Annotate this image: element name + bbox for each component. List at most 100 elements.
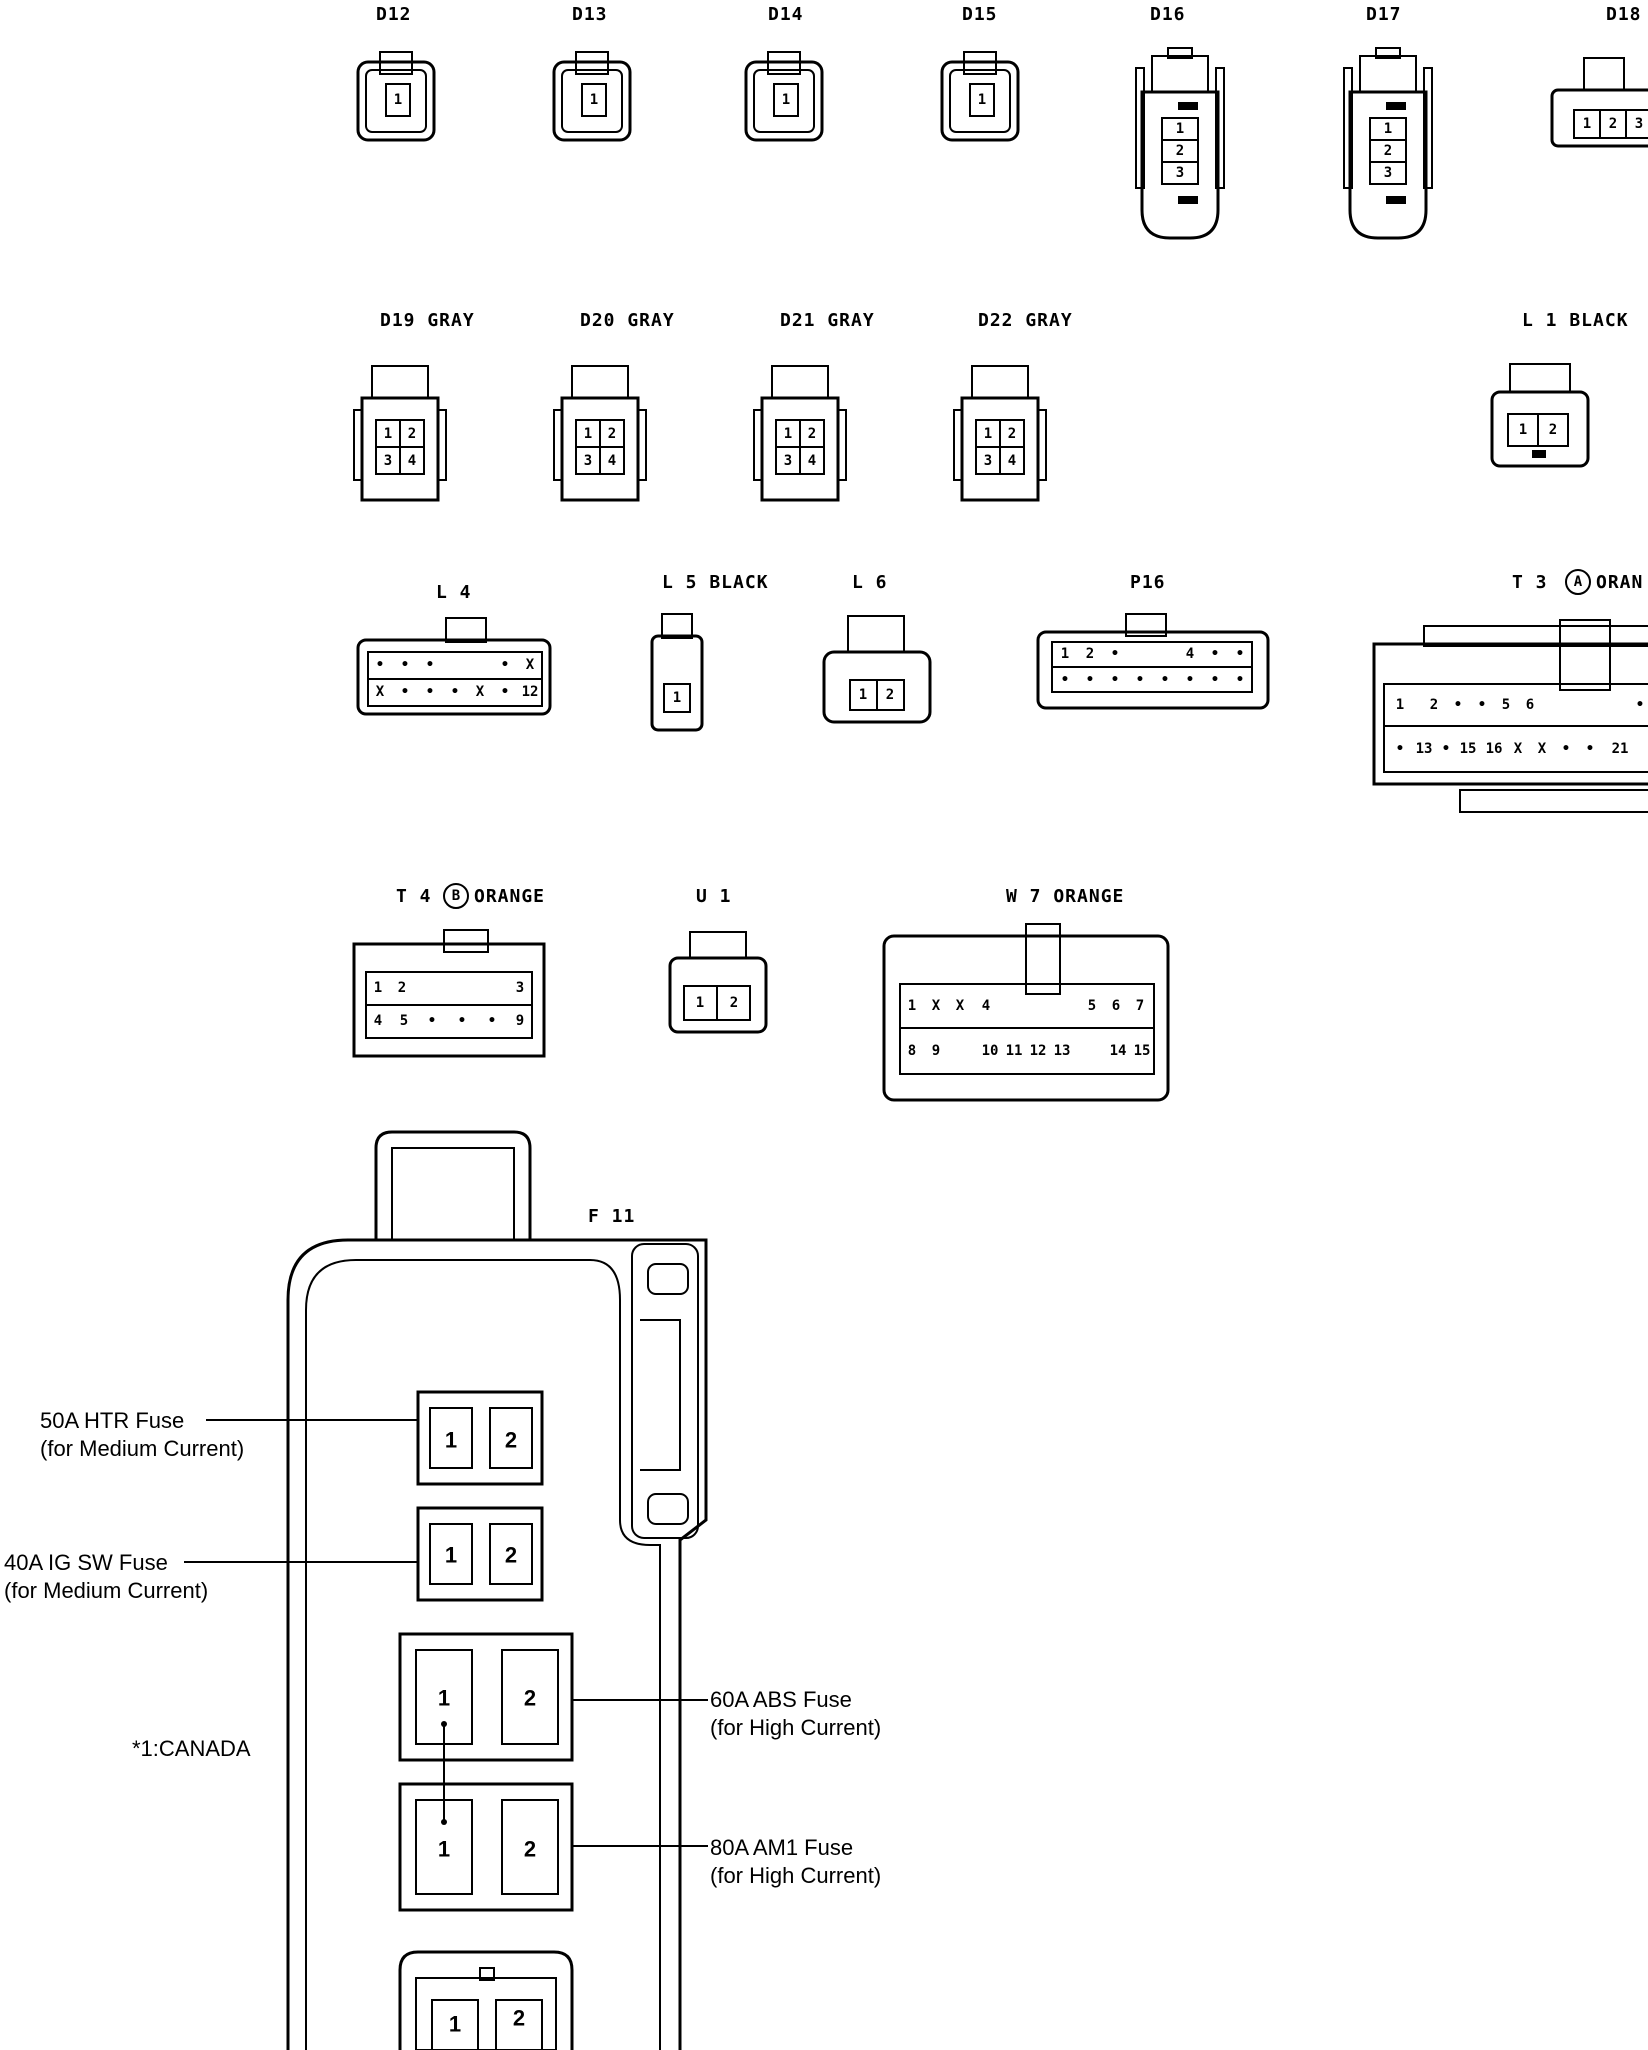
fuse-name: 60A ABS Fuse xyxy=(710,1687,852,1712)
pin: 15 xyxy=(1460,741,1477,757)
pin: • xyxy=(1442,741,1450,757)
circle-letter: A xyxy=(1574,574,1583,590)
connector-label: D19 GRAY xyxy=(380,310,475,331)
connector-label: D12 xyxy=(376,4,412,25)
pin: 2 xyxy=(1430,697,1438,713)
connector-d16: D16 1 2 3 xyxy=(1135,4,1225,240)
fuse-sub: (for Medium Current) xyxy=(4,1578,208,1603)
pin: • xyxy=(401,684,409,700)
pin: 12 xyxy=(522,684,539,700)
pin: X xyxy=(1514,741,1523,757)
fuse-name: 80A AM1 Fuse xyxy=(710,1835,853,1860)
pin: • xyxy=(376,657,384,673)
pin: 11 xyxy=(1006,1043,1023,1059)
pin: 3 xyxy=(516,980,524,996)
pin: 2 xyxy=(1549,422,1557,438)
connector-d18: D18 1 2 3 xyxy=(1550,4,1648,148)
connector-l4: L 4 • • • • X X • • • X • 12 xyxy=(356,582,552,716)
fuse-pin: 1 xyxy=(438,1837,450,1862)
pin: • xyxy=(1396,741,1404,757)
fuse-sub: (for Medium Current) xyxy=(40,1436,244,1461)
p16-row2: • • • • • • • • xyxy=(1061,672,1244,688)
pin: 4 xyxy=(982,998,990,1014)
pin: X xyxy=(476,684,485,700)
pin: 9 xyxy=(932,1043,940,1059)
canada-note: *1:CANADA xyxy=(132,1736,251,1761)
pin: 1 xyxy=(673,690,681,706)
pin: 1 xyxy=(584,426,592,442)
pin: 15 xyxy=(1134,1043,1151,1059)
pin: 1 xyxy=(984,426,992,442)
pin: 5 xyxy=(1088,998,1096,1014)
pin: 5 xyxy=(1502,697,1510,713)
pin: • xyxy=(1061,672,1069,688)
pin: 1 xyxy=(374,980,382,996)
pin: 1 xyxy=(978,92,986,108)
fuse-sub: (for High Current) xyxy=(710,1863,881,1888)
fuse-40a-ig-sw: 1 2 40A IG SW Fuse (for Medium Current) xyxy=(4,1506,544,1603)
connector-label-suffix: ORANGE xyxy=(474,886,545,907)
fuse-pin: 2 xyxy=(524,1686,536,1711)
pin: 1 xyxy=(1396,697,1404,713)
pin: 4 xyxy=(1008,453,1016,469)
connector-d12: D12 1 xyxy=(356,4,436,142)
connector-t3: T 3 A ORAN 1 2 • • 5 6 • • 13 • 15 16 X … xyxy=(1372,569,1648,813)
pin: 2 xyxy=(408,426,416,442)
pin: X xyxy=(932,998,941,1014)
pin: 10 xyxy=(982,1043,999,1059)
pin: 8 xyxy=(908,1043,916,1059)
pin: 2 xyxy=(1384,143,1392,159)
pin: 6 xyxy=(1112,998,1120,1014)
pin: • xyxy=(1236,672,1244,688)
pin: 7 xyxy=(1136,998,1144,1014)
pin: • xyxy=(1478,697,1486,713)
pin: 1 xyxy=(1583,116,1591,132)
pin: X xyxy=(956,998,965,1014)
pin: • xyxy=(451,684,459,700)
pin: • xyxy=(426,684,434,700)
pin: 2 xyxy=(1176,143,1184,159)
connector-label: D18 xyxy=(1606,4,1642,25)
circle-marker xyxy=(443,883,469,909)
connector-d20: D20 GRAY 1 2 3 4 xyxy=(553,310,675,502)
pin: 3 xyxy=(784,453,792,469)
connector-d21: D21 GRAY 1 2 3 4 xyxy=(753,310,874,502)
connector-l1: L 1 BLACK 1 2 xyxy=(1490,310,1628,468)
pin: 2 xyxy=(1609,116,1617,132)
pin: • xyxy=(458,1013,466,1029)
pin: 4 xyxy=(408,453,416,469)
pin: • xyxy=(501,657,509,673)
connector-l6: L 6 1 2 xyxy=(822,572,932,724)
pin: 4 xyxy=(608,453,616,469)
connector-label: D20 GRAY xyxy=(580,310,675,331)
pin: • xyxy=(1236,646,1244,662)
fuse-pin: 2 xyxy=(524,1837,536,1862)
fuse-pin: 1 xyxy=(445,1543,457,1568)
pin: • xyxy=(401,657,409,673)
pin: 1 xyxy=(784,426,792,442)
pin: 3 xyxy=(984,453,992,469)
fuse-50a-htr: 1 2 50A HTR Fuse (for Medium Current) xyxy=(40,1390,544,1486)
pin: 1 xyxy=(859,687,867,703)
t4-row1: 1 2 3 xyxy=(374,980,524,996)
fuse-block-f11: F 11 1 2 50A HTR Fuse (for Medium Curren… xyxy=(4,1130,881,2050)
connector-d14: D14 1 xyxy=(744,4,824,142)
fuse-name: 50A HTR Fuse xyxy=(40,1408,184,1433)
pin: • xyxy=(426,657,434,673)
pin: 6 xyxy=(1526,697,1534,713)
connector-u1: U 1 1 2 xyxy=(668,886,768,1034)
pin: • xyxy=(428,1013,436,1029)
pin: 3 xyxy=(1384,165,1392,181)
pin: 1 xyxy=(908,998,916,1014)
connector-d19: D19 GRAY 1 2 3 4 xyxy=(353,310,475,502)
fuse-pin: 2 xyxy=(505,1543,517,1568)
pin: 1 xyxy=(782,92,790,108)
pin: 1 xyxy=(1384,121,1392,137)
connector-p16: P16 1 2 • 4 • • • • • • • • • • xyxy=(1036,572,1270,710)
pin: 14 xyxy=(1110,1043,1127,1059)
connector-label: T 3 xyxy=(1512,572,1548,593)
pin: 3 xyxy=(384,453,392,469)
fuse-bottom: 1 2 xyxy=(398,1950,574,2050)
connector-label: T 4 xyxy=(396,886,432,907)
